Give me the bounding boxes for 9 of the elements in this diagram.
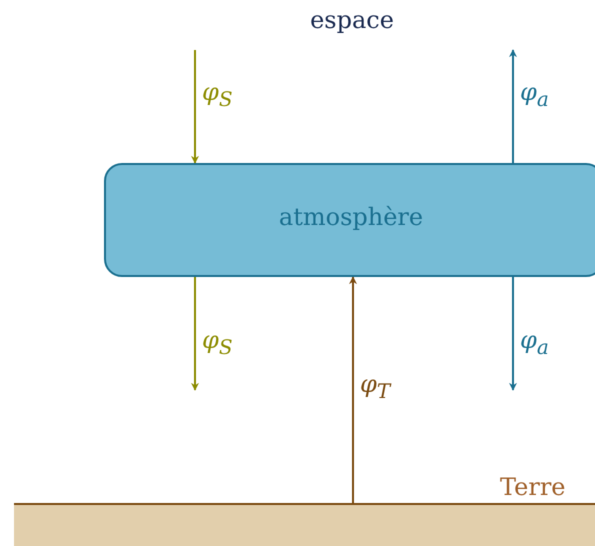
arrow	[191, 277, 199, 391]
atmosphere-box	[104, 163, 595, 277]
arrow	[509, 277, 517, 391]
ground-label: Terre	[500, 473, 566, 501]
arrow	[191, 50, 199, 164]
arrow	[349, 276, 357, 503]
region-label: espace	[309, 6, 395, 34]
box-label: atmosphère	[278, 203, 424, 231]
arrow	[509, 49, 517, 163]
